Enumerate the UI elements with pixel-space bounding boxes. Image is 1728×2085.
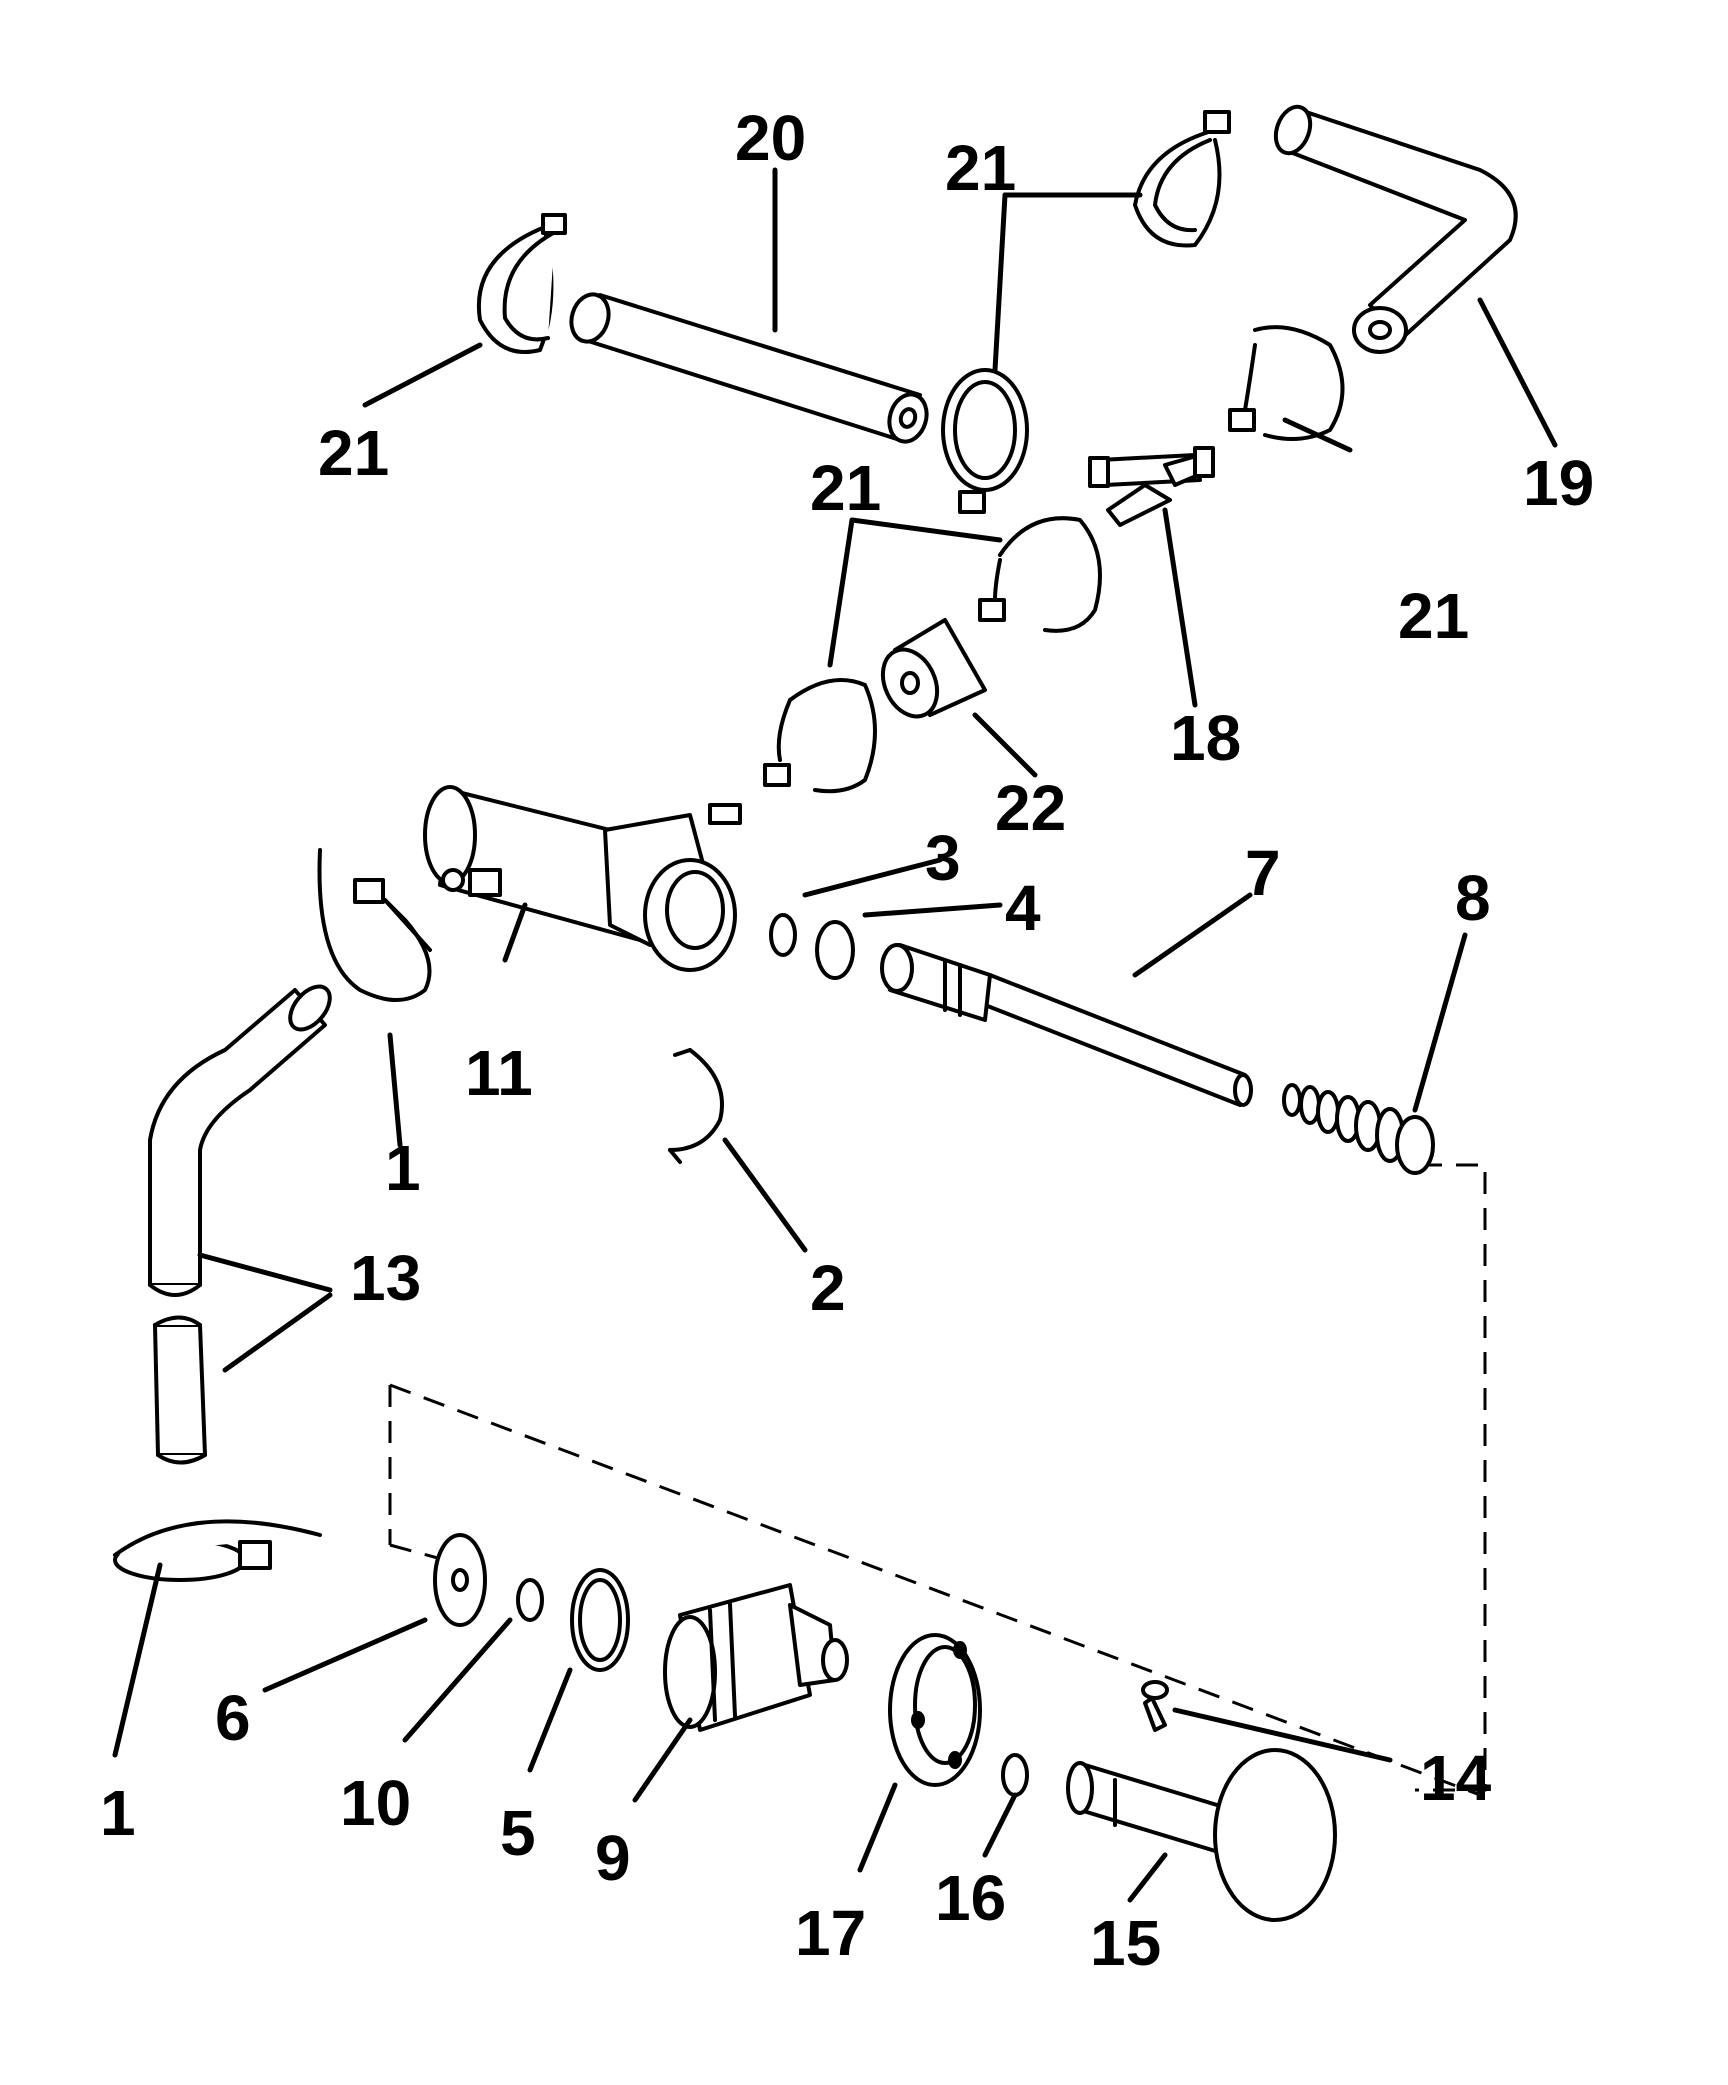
callout-21-center: 21 bbox=[810, 452, 881, 524]
callout-13: 13 bbox=[350, 1242, 421, 1314]
callout-19: 19 bbox=[1523, 447, 1594, 519]
part-16-o-ring bbox=[1001, 1753, 1029, 1797]
part-21-clamp-mid-left bbox=[763, 678, 877, 794]
callout-18: 18 bbox=[1170, 702, 1241, 774]
part-21-clamp-upper-left bbox=[476, 213, 567, 354]
part-8-spring bbox=[1282, 1083, 1435, 1175]
part-21-clamp-center bbox=[941, 368, 1029, 514]
callout-1-lower: 1 bbox=[100, 1777, 136, 1849]
callout-14: 14 bbox=[1420, 1742, 1492, 1814]
callout-5: 5 bbox=[500, 1797, 536, 1869]
callout-9: 9 bbox=[595, 1822, 631, 1894]
part-21-clamp-upper-middle bbox=[1133, 110, 1231, 248]
callout-8: 8 bbox=[1455, 862, 1491, 934]
callout-2: 2 bbox=[810, 1252, 846, 1324]
callout-22: 22 bbox=[995, 772, 1066, 844]
callout-15: 15 bbox=[1090, 1907, 1161, 1979]
callout-7: 7 bbox=[1245, 837, 1281, 909]
callout-21-left: 21 bbox=[318, 417, 389, 489]
part-14-screw bbox=[1141, 1680, 1169, 1732]
part-20-hose bbox=[569, 292, 929, 444]
part-18-tee-fitting bbox=[1088, 446, 1215, 527]
callout-10: 10 bbox=[340, 1767, 411, 1839]
part-13-hose bbox=[148, 984, 332, 1465]
part-11-primer-body bbox=[423, 785, 742, 972]
part-6-washer bbox=[433, 1533, 487, 1627]
callout-11: 11 bbox=[465, 1037, 533, 1109]
part-19-bent-hose bbox=[1273, 104, 1518, 354]
part-3-o-ring bbox=[769, 913, 797, 957]
callout-16: 16 bbox=[935, 1862, 1006, 1934]
part-21-clamp-mid-right bbox=[978, 516, 1102, 633]
part-10-o-ring bbox=[516, 1578, 544, 1622]
part-21-clamp-right bbox=[1228, 325, 1345, 441]
callout-21-right: 21 bbox=[1398, 580, 1469, 652]
callout-6: 6 bbox=[215, 1682, 251, 1754]
part-17-retainer-plate bbox=[888, 1633, 982, 1787]
callout-21-top: 21 bbox=[945, 132, 1016, 204]
assembly-guide-lines bbox=[388, 1163, 1487, 1797]
part-15-primer-knob bbox=[1066, 1748, 1337, 1922]
leader-lines bbox=[112, 167, 1558, 1903]
part-22-bushing bbox=[880, 618, 987, 719]
callout-1-upper: 1 bbox=[385, 1132, 421, 1204]
callout-4: 4 bbox=[1005, 872, 1041, 944]
callout-labels: 20 21 21 21 21 19 18 22 3 4 7 8 11 1 2 1… bbox=[100, 102, 1594, 1979]
part-4-o-ring bbox=[815, 920, 855, 980]
callout-20: 20 bbox=[735, 102, 806, 174]
part-2-retaining-clip bbox=[668, 1048, 724, 1164]
part-5-o-ring bbox=[570, 1568, 630, 1672]
part-1-clamp-lower bbox=[113, 1519, 322, 1582]
callout-3: 3 bbox=[925, 822, 961, 894]
callout-17: 17 bbox=[795, 1897, 866, 1969]
part-9-valve bbox=[663, 1583, 849, 1732]
part-7-plunger bbox=[880, 943, 1253, 1107]
part-1-clamp-upper bbox=[317, 848, 432, 1002]
